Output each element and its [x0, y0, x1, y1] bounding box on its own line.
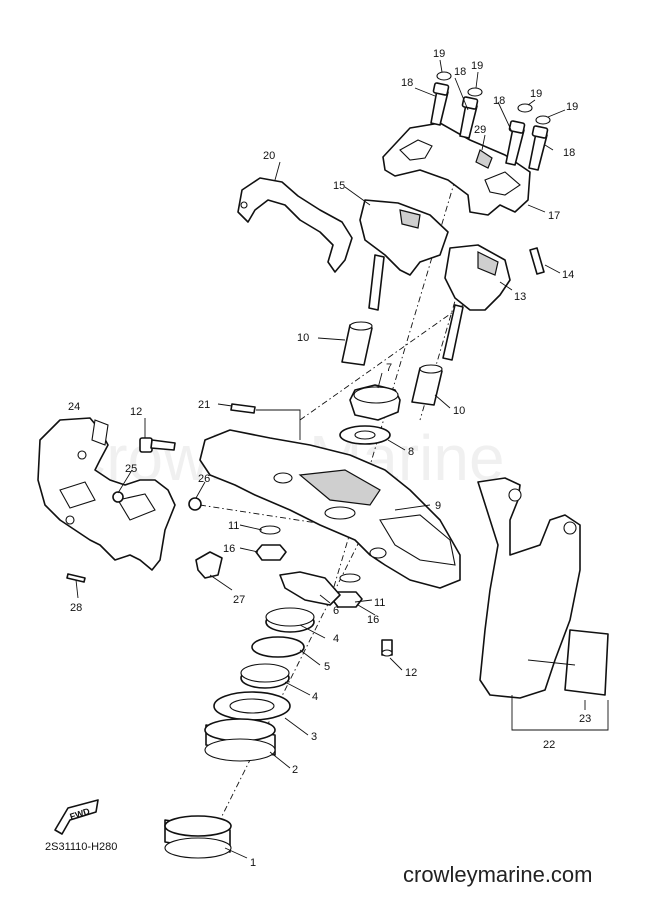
callout-13: 13 [514, 291, 526, 303]
callout-3: 3 [311, 731, 317, 743]
callout-10b: 10 [453, 405, 465, 417]
callout-27: 27 [233, 594, 245, 606]
callout-18a: 18 [401, 77, 413, 89]
drawing-code: 2S31110-H280 [45, 841, 117, 853]
callout-6: 6 [333, 605, 339, 617]
site-url: crowleymarine.com [403, 862, 593, 887]
protector-sheet [477, 477, 609, 699]
callout-19c: 19 [530, 88, 542, 100]
callout-26: 26 [198, 473, 210, 485]
nut-small [188, 497, 202, 511]
bolt-mount [139, 437, 176, 453]
upper-bracket [199, 429, 461, 589]
cover-bracket [37, 417, 176, 571]
callout-5: 5 [324, 661, 330, 673]
callout-9: 9 [435, 500, 441, 512]
callout-12a: 12 [130, 406, 142, 418]
screw [66, 573, 86, 583]
upper-handle-holder [382, 122, 531, 216]
callout-18b: 18 [454, 66, 466, 78]
callout-19d: 19 [566, 101, 578, 113]
callout-2: 2 [292, 764, 298, 776]
callout-14: 14 [562, 269, 574, 281]
callout-22: 22 [543, 739, 555, 751]
callout-16a: 16 [223, 543, 235, 555]
callout-28: 28 [70, 602, 82, 614]
callout-11a: 11 [228, 520, 239, 532]
callout-18d: 18 [563, 147, 575, 159]
callout-23: 23 [579, 713, 591, 725]
fwd-arrow: FWD [54, 799, 99, 835]
ring-nut-lower [240, 663, 290, 689]
bolt-upper [230, 403, 256, 414]
bearing-lower [164, 815, 232, 859]
callout-1: 1 [250, 857, 256, 869]
bearing-upper [204, 718, 276, 762]
leader-lines [75, 59, 609, 859]
bracket [237, 177, 353, 273]
ring-nut-upper [265, 607, 315, 633]
bolt-small [112, 491, 124, 503]
washer [251, 636, 305, 658]
callout-7: 7 [386, 362, 392, 374]
callout-19a: 19 [433, 48, 445, 60]
callout-25: 25 [125, 463, 137, 475]
callout-24: 24 [68, 401, 80, 413]
callout-29: 29 [474, 124, 486, 136]
callout-20: 20 [263, 150, 275, 162]
callout-16b: 16 [367, 614, 379, 626]
lower-handle-holder-right [442, 244, 511, 361]
dampers [341, 321, 443, 406]
plate [279, 571, 341, 606]
callout-4b: 4 [312, 691, 318, 703]
callout-11b: 11 [374, 597, 385, 609]
lower-handle-holder-left [359, 199, 449, 311]
clamp [195, 551, 223, 579]
callout-17: 17 [548, 210, 560, 222]
callout-12b: 12 [405, 667, 417, 679]
callout-8: 8 [408, 446, 414, 458]
callout-4a: 4 [333, 633, 339, 645]
callout-15: 15 [333, 180, 345, 192]
callout-21: 21 [198, 399, 210, 411]
callout-18c: 18 [493, 95, 505, 107]
callout-numbers: 19 19 19 19 18 18 18 18 29 20 15 17 14 1… [68, 48, 591, 869]
pin [529, 247, 545, 275]
callout-10a: 10 [297, 332, 309, 344]
callout-19b: 19 [471, 60, 483, 72]
steering-nut [339, 384, 401, 445]
